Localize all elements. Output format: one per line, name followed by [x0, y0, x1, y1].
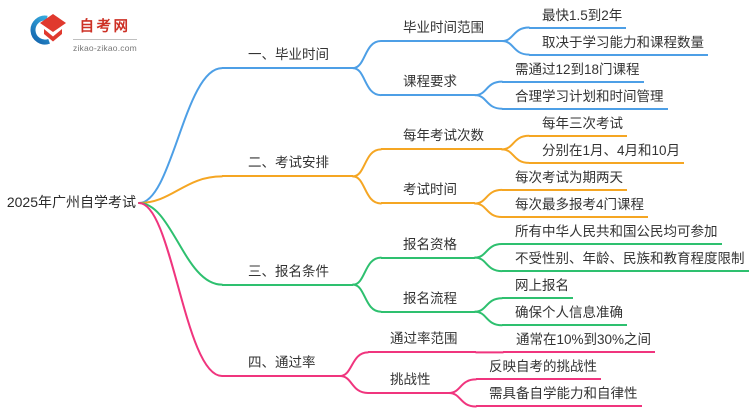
connector	[474, 243, 503, 259]
connector	[501, 134, 530, 151]
connector	[352, 175, 382, 205]
connector	[138, 67, 223, 204]
connector	[474, 80, 503, 97]
branch-label: 二、考试安排	[222, 151, 353, 178]
connector	[448, 391, 477, 408]
root-topic: 2025年广州自学考试	[6, 194, 136, 211]
leaf-label: 每次最多报考4门课程	[502, 193, 649, 218]
connector	[501, 40, 530, 56]
subtopic-label: 通过率范围	[368, 327, 476, 354]
subtopic-label: 挑战性	[368, 368, 449, 394]
leaf-label: 最快1.5到2年	[529, 4, 627, 29]
subtopic-label: 报名流程	[381, 287, 475, 313]
leaf-label: 分别在1月、4月和10月	[529, 139, 685, 164]
connector	[474, 310, 503, 327]
subtopic-label: 报名资格	[381, 233, 475, 259]
leaf-label: 确保个人信息准确	[502, 301, 627, 327]
connector	[474, 202, 503, 218]
connector	[448, 378, 477, 394]
leaf-label: 每年三次考试	[529, 112, 627, 137]
graduation-cap-logo-icon	[30, 14, 66, 45]
connector	[138, 202, 223, 378]
connector	[352, 67, 382, 97]
branch-label: 三、报名条件	[222, 260, 353, 286]
connector	[339, 351, 369, 378]
leaf-label: 所有中华人民共和国公民均可参加	[502, 220, 722, 246]
connector	[352, 40, 382, 70]
connector	[474, 297, 503, 313]
branch-label: 一、毕业时间	[222, 43, 353, 70]
logo-title: 自考网	[79, 19, 131, 35]
leaf-label: 不受性别、年龄、民族和教育程度限制	[502, 247, 749, 273]
logo: 自考网 zikao-zikao.com	[30, 13, 137, 53]
connector	[138, 202, 223, 286]
branch-label: 四、通过率	[222, 351, 340, 378]
subtopic-label: 考试时间	[381, 178, 475, 205]
connector	[501, 148, 530, 164]
leaf-label: 需具备自学能力和自律性	[476, 382, 642, 408]
leaf-label: 取决于学习能力和课程数量	[529, 31, 708, 56]
leaf-label: 每次考试为期两天	[502, 166, 627, 191]
connector	[501, 26, 530, 43]
connector	[352, 148, 382, 178]
logo-domain: zikao-zikao.com	[73, 39, 137, 53]
connector	[474, 256, 503, 273]
logo-text: 自考网 zikao-zikao.com	[73, 13, 137, 53]
leaf-label: 网上报名	[502, 274, 573, 300]
connector	[474, 94, 503, 110]
leaf-label: 通常在10%到30%之间	[503, 328, 656, 354]
connector	[339, 375, 369, 394]
leaf-label: 合理学习计划和时间管理	[502, 85, 668, 110]
leaf-label: 需通过12到18门课程	[502, 58, 644, 83]
connector	[352, 256, 382, 286]
leaf-label: 反映自考的挑战性	[476, 355, 601, 381]
connector	[474, 188, 503, 205]
subtopic-label: 每年考试次数	[381, 124, 502, 151]
subtopic-label: 毕业时间范围	[381, 16, 502, 43]
subtopic-label: 课程要求	[381, 70, 475, 97]
connector	[352, 283, 382, 313]
connector	[138, 175, 223, 204]
